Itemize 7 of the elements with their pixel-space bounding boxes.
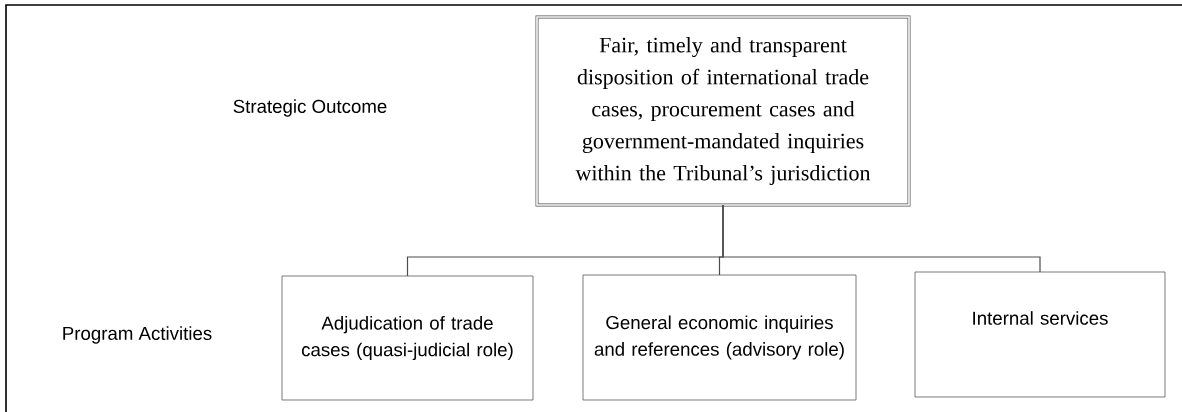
connector <box>722 204 1041 273</box>
activity-box: Adjudication of trade cases (quasi-judicial role) <box>281 275 534 401</box>
row-label: Strategic Outcome <box>233 99 387 117</box>
outcome-box: Fair, timely and transparent disposition of international trade cases, procurement cases and government-mandated inquiries within the Tribunal’s jurisdiction <box>535 15 911 207</box>
activity-box: General economic inquiries and references (advisory role) <box>582 274 857 401</box>
activity-box: Internal services <box>914 271 1166 398</box>
row-label: Program Activities <box>63 326 212 344</box>
